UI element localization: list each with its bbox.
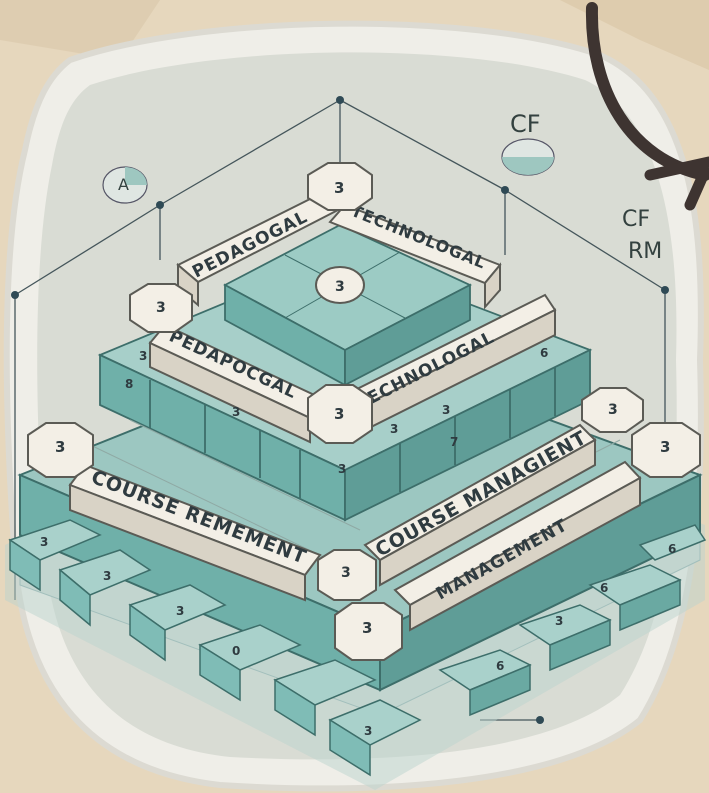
svg-text:8: 8 bbox=[125, 377, 133, 391]
svg-text:3: 3 bbox=[555, 614, 563, 628]
svg-text:3: 3 bbox=[334, 179, 344, 197]
badge-mid-right: 3 bbox=[582, 388, 643, 432]
svg-text:6: 6 bbox=[600, 581, 608, 595]
badge-top: 3 bbox=[308, 163, 372, 210]
svg-text:3: 3 bbox=[139, 349, 147, 363]
svg-text:0: 0 bbox=[232, 644, 240, 658]
corner-text-1: CF bbox=[510, 110, 541, 138]
badge-base-left: 3 bbox=[28, 423, 93, 477]
svg-text:3: 3 bbox=[335, 279, 345, 295]
badge-center: 3 bbox=[316, 267, 364, 303]
badge-mid-left: 3 bbox=[130, 284, 192, 332]
svg-text:3: 3 bbox=[232, 405, 240, 419]
corner-text-4: A bbox=[118, 175, 129, 194]
badge-mid-front: 3 bbox=[308, 385, 372, 443]
svg-text:3: 3 bbox=[390, 422, 398, 436]
svg-text:3: 3 bbox=[55, 438, 65, 456]
badge-base-front: 3 bbox=[335, 603, 402, 660]
svg-text:3: 3 bbox=[364, 724, 372, 738]
svg-text:3: 3 bbox=[660, 438, 670, 456]
svg-text:3: 3 bbox=[176, 604, 184, 618]
badge-base-right: 3 bbox=[632, 423, 700, 477]
corner-text-3: RM bbox=[628, 239, 662, 264]
svg-text:3: 3 bbox=[362, 619, 372, 637]
badge-base-center: 3 bbox=[318, 550, 376, 600]
svg-text:6: 6 bbox=[668, 542, 676, 556]
corner-text-2: CF bbox=[622, 207, 650, 232]
svg-text:3: 3 bbox=[40, 535, 48, 549]
svg-text:3: 3 bbox=[156, 300, 166, 316]
svg-text:3: 3 bbox=[338, 462, 346, 476]
svg-text:3: 3 bbox=[442, 403, 450, 417]
svg-text:7: 7 bbox=[450, 435, 458, 449]
svg-text:3: 3 bbox=[334, 405, 344, 423]
svg-text:3: 3 bbox=[608, 402, 618, 418]
svg-text:3: 3 bbox=[341, 565, 351, 581]
svg-text:6: 6 bbox=[540, 346, 548, 360]
svg-text:3: 3 bbox=[103, 569, 111, 583]
svg-text:6: 6 bbox=[496, 659, 504, 673]
